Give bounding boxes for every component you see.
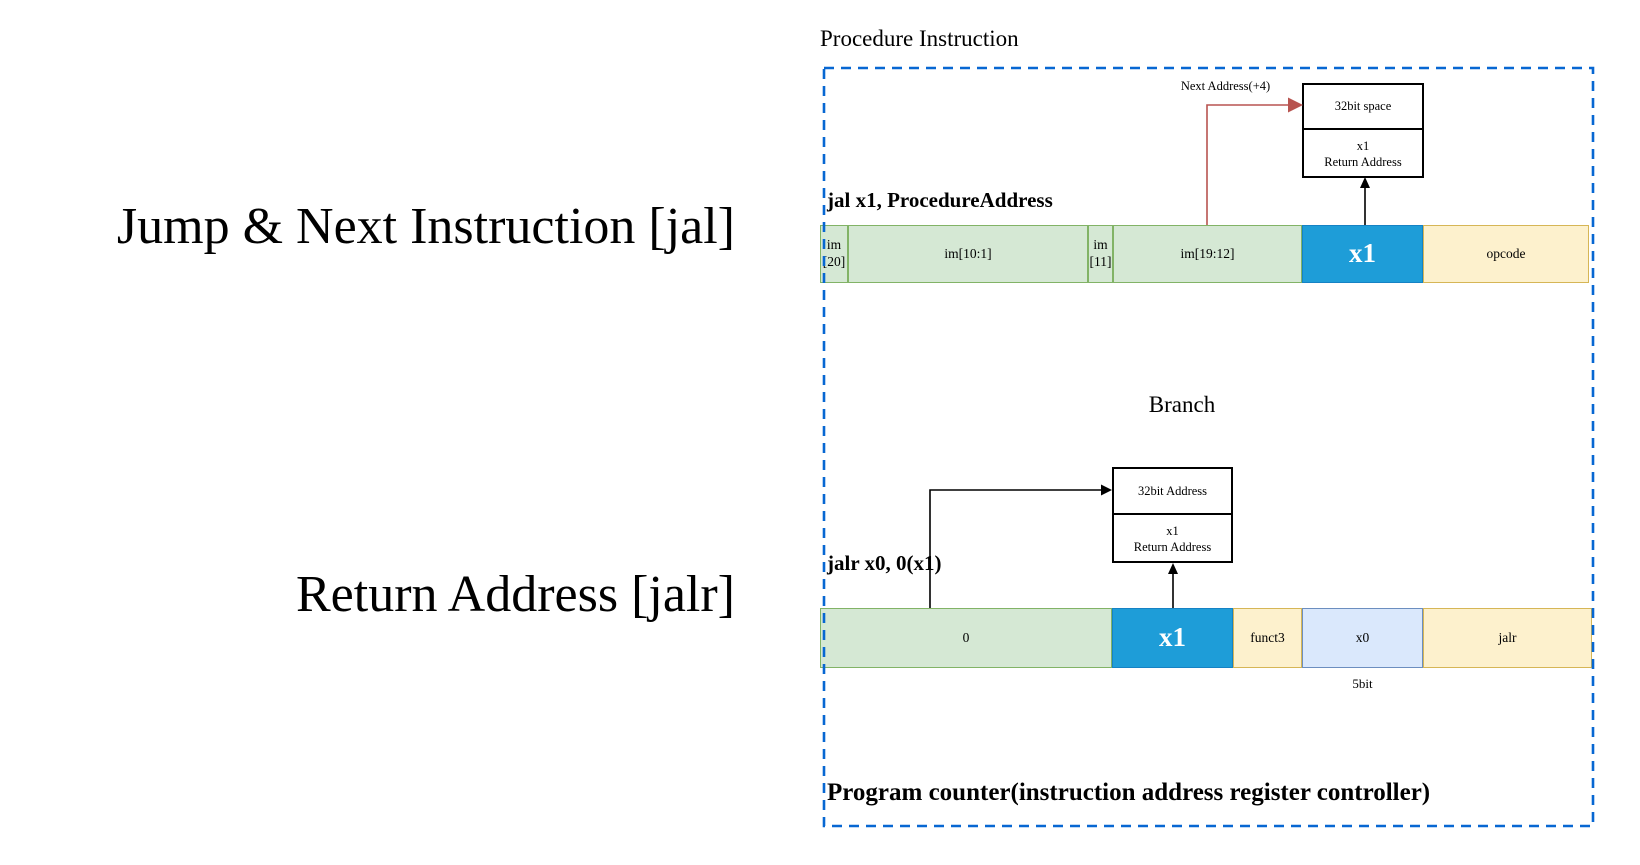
jal-field-im19-12: im[19:12] bbox=[1113, 225, 1302, 283]
jal-memory-box-reg-desc: Return Address bbox=[1324, 155, 1402, 169]
five-bit-label: 5bit bbox=[1352, 676, 1373, 691]
jalr-field-opcode-jalr: jalr bbox=[1423, 608, 1592, 668]
field-label: im bbox=[1093, 237, 1108, 253]
jal-instruction-label: jal x1, ProcedureAddress bbox=[827, 188, 1053, 212]
heading-jalr: Return Address [jalr] bbox=[295, 566, 735, 623]
field-label: opcode bbox=[1486, 245, 1526, 261]
program-counter-label: Program counter(instruction address regi… bbox=[827, 779, 1431, 806]
jalr-field-x1: x1 bbox=[1112, 608, 1233, 668]
jal-memory-box-return: x1 Return Address bbox=[1304, 130, 1422, 178]
field-label: im[10:1] bbox=[944, 245, 992, 261]
branch-offset-arrow bbox=[929, 489, 1102, 608]
procedure-dashed-border bbox=[822, 66, 1595, 828]
jal-x1-arrowhead bbox=[1360, 177, 1370, 188]
jalr-x1-arrowhead bbox=[1168, 563, 1178, 574]
jal-field-im11: im [11] bbox=[1088, 225, 1113, 283]
next-address-label: Next Address(+4) bbox=[1180, 79, 1271, 93]
heading-jal: Jump & Next Instruction [jal] bbox=[116, 198, 735, 255]
field-label: im bbox=[826, 237, 842, 253]
next-address-arrow bbox=[1206, 104, 1290, 225]
branch-memory-box: 32bit Address x1 Return Address bbox=[1112, 467, 1233, 563]
jal-memory-box-space: 32bit space bbox=[1304, 85, 1422, 130]
field-label: jalr bbox=[1498, 629, 1517, 645]
branch-title: Branch bbox=[1148, 392, 1216, 417]
jal-field-x1: x1 bbox=[1302, 225, 1423, 283]
jal-field-opcode: opcode bbox=[1423, 225, 1589, 283]
field-label: [20] bbox=[822, 254, 846, 269]
next-address-arrowhead bbox=[1288, 97, 1303, 113]
jal-memory-box-space-label: 32bit space bbox=[1334, 99, 1392, 114]
jalr-field-x0: x0 bbox=[1302, 608, 1423, 668]
field-label: funct3 bbox=[1250, 629, 1285, 645]
branch-memory-box-return: x1 Return Address bbox=[1114, 515, 1231, 563]
branch-memory-box-address: 32bit Address bbox=[1114, 469, 1231, 515]
jalr-field-funct3: funct3 bbox=[1233, 608, 1302, 668]
field-label: im[19:12] bbox=[1180, 245, 1235, 261]
jal-memory-box: 32bit space x1 Return Address bbox=[1302, 83, 1424, 178]
branch-memory-box-address-label: 32bit Address bbox=[1137, 483, 1208, 498]
field-label: 0 bbox=[962, 629, 970, 645]
field-label: x1 bbox=[1159, 622, 1186, 653]
jal-field-im20: im [20] bbox=[820, 225, 848, 283]
field-label: x1 bbox=[1349, 238, 1376, 269]
jalr-instruction-label: jalr x0, 0(x1) bbox=[827, 551, 942, 575]
branch-offset-arrowhead bbox=[1101, 484, 1112, 496]
jal-memory-box-reg: x1 bbox=[1356, 138, 1370, 153]
procedure-instruction-title: Procedure Instruction bbox=[820, 26, 1019, 51]
jalr-field-offset: 0 bbox=[820, 608, 1112, 668]
field-label: x0 bbox=[1355, 629, 1370, 645]
jal-field-im10-1: im[10:1] bbox=[848, 225, 1088, 283]
field-label: [11] bbox=[1089, 254, 1112, 269]
branch-memory-box-reg: x1 bbox=[1166, 523, 1179, 538]
branch-memory-box-reg-desc: Return Address bbox=[1133, 540, 1212, 554]
